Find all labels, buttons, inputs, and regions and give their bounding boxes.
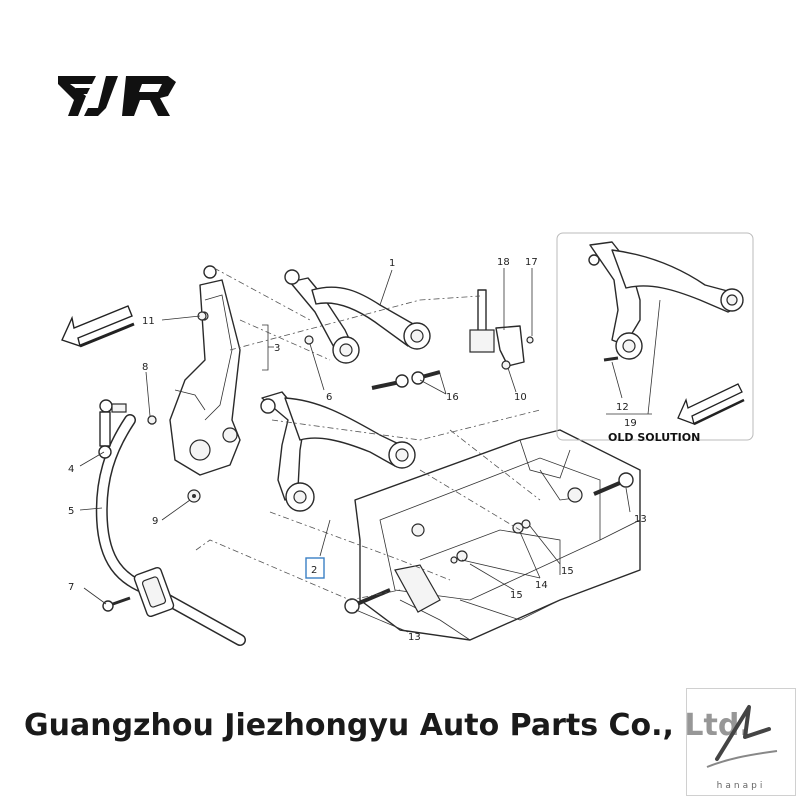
- callout-15-bottom: 15: [510, 590, 523, 601]
- callout-1: 1: [389, 258, 395, 269]
- lower-control-arm: [260, 391, 416, 512]
- callout-11: 11: [142, 316, 155, 327]
- hardware: [102, 311, 531, 612]
- company-name: Guangzhou Jiezhongyu Auto Parts Co., Ltd…: [24, 708, 751, 743]
- callout-10: 10: [514, 392, 527, 403]
- stabilizer-bar: [95, 414, 246, 646]
- assembly-lines: [195, 267, 541, 601]
- callout-8: 8: [142, 362, 148, 373]
- callout-4: 4: [68, 464, 74, 475]
- callout-6: 6: [326, 392, 332, 403]
- watermark-mark-icon: [706, 705, 778, 768]
- callout-9: 9: [152, 516, 158, 527]
- callout-15-right: 15: [561, 566, 574, 577]
- callout-16: 16: [446, 392, 459, 403]
- inset-caption: OLD SOLUTION: [608, 431, 700, 444]
- callout-box-2: [305, 557, 325, 579]
- direction-arrow-left: [61, 305, 135, 348]
- subframe: [354, 429, 641, 641]
- callout-2: 2: [311, 565, 317, 576]
- callout-18: 18: [497, 257, 510, 268]
- watermark: hanapi: [686, 688, 796, 796]
- callout-5: 5: [68, 506, 74, 517]
- callout-3: 3: [274, 343, 280, 354]
- suspension-diagram: 1 2 3 4 5 6 7 8 9 10 11 12 13 13 14 15 1…: [61, 232, 754, 646]
- callout-13-right: 13: [634, 514, 647, 525]
- bolts-13: [344, 472, 634, 614]
- stabilizer-link: [98, 399, 127, 459]
- steering-knuckle: [147, 265, 241, 503]
- ejr-logo: [58, 76, 176, 116]
- callout-17: 17: [525, 257, 538, 268]
- height-sensor-bracket: [469, 289, 534, 370]
- watermark-text: hanapi: [716, 781, 766, 791]
- callout-12: 12: [616, 402, 629, 413]
- bracket-3: [262, 324, 274, 371]
- inset-arrow: [677, 383, 745, 426]
- callout-19: 19: [624, 418, 637, 429]
- leader-lines: [79, 268, 631, 633]
- callout-7: 7: [68, 582, 74, 593]
- upper-control-arm: [284, 269, 431, 364]
- callout-13-bottom: 13: [408, 632, 421, 643]
- bolts-16: [371, 370, 441, 390]
- old-solution-inset: [556, 232, 754, 441]
- callout-14: 14: [535, 580, 548, 591]
